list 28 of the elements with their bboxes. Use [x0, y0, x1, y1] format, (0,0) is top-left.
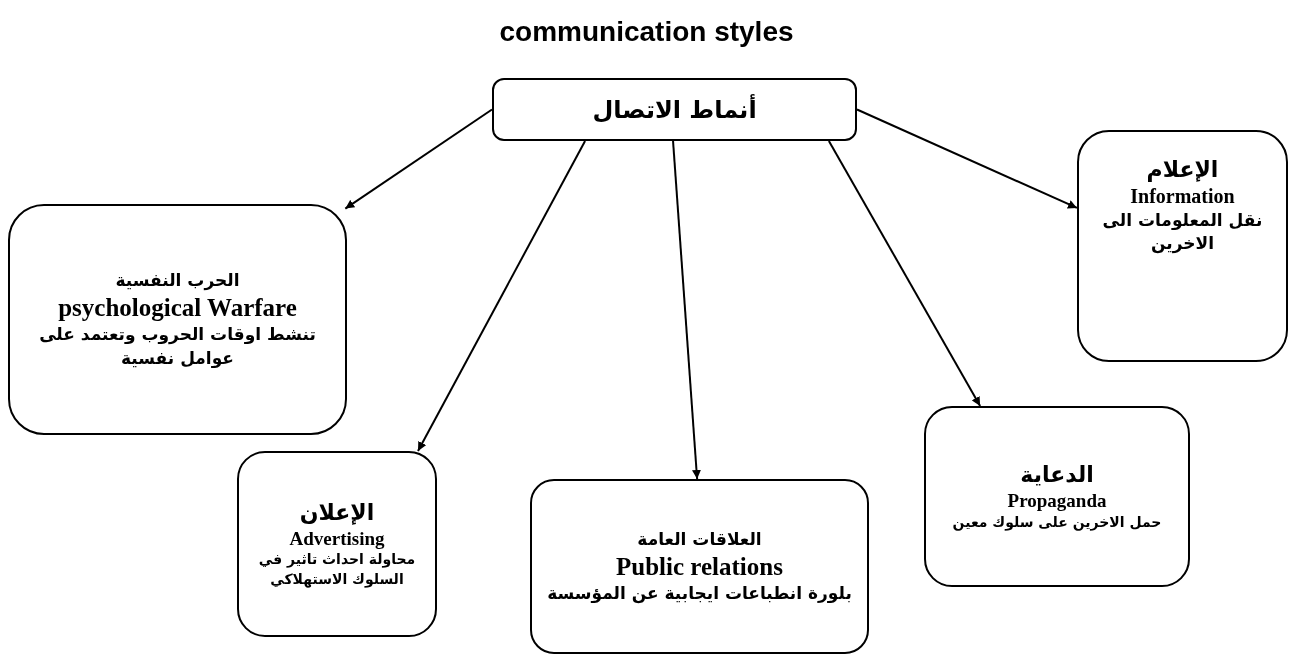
node-text: محاولة احداث تاثير في السلوك الاستهلاكي [257, 550, 417, 589]
node-text: Propaganda [1007, 488, 1107, 513]
rounded-box [237, 451, 437, 637]
node-text: الإعلام [1146, 156, 1219, 184]
rounded-box [492, 78, 857, 141]
arrow [856, 108, 1078, 209]
node-text: الحرب النفسية [115, 268, 240, 293]
rounded-box [1077, 130, 1288, 362]
node-text: أنماط الاتصال [592, 94, 757, 125]
arrow [344, 108, 493, 210]
node-text: نقل المعلومات الى الاخرين [1101, 208, 1264, 256]
arrow [672, 140, 701, 480]
arrow [417, 140, 587, 452]
node-text: Public relations [616, 551, 783, 582]
rounded-box [924, 406, 1190, 587]
node-text: الإعلان [299, 499, 375, 527]
node-text: تنشط اوقات الحروب وتعتمد على عوامل نفسية [38, 323, 317, 370]
node-text: Information [1130, 183, 1235, 209]
node-text: Advertising [289, 526, 385, 551]
rounded-box [8, 204, 347, 435]
diagram-title: communication styles [499, 15, 794, 49]
arrow [827, 140, 982, 407]
node-text: psychological Warfare [58, 293, 297, 324]
node-text: الدعاية [1020, 461, 1094, 489]
node-text: حمل الاخرين على سلوك معين [952, 512, 1162, 532]
node-text: بلورة انطباعات ايجابية عن المؤسسة [547, 582, 852, 606]
node-text: العلاقات العامة [637, 527, 762, 551]
rounded-box [530, 479, 869, 654]
